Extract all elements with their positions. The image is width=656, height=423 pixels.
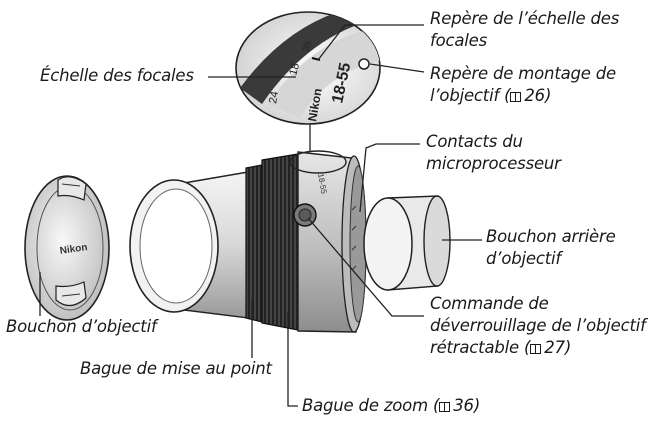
retract-lock-button [293, 203, 317, 227]
label-focal-scale-mark-line2: focales [430, 31, 488, 50]
label-focal-scale: Échelle des focales [40, 66, 194, 85]
book-reference-icon [530, 344, 542, 354]
label-rear-cap-line2: d’objectif [486, 249, 561, 268]
mag-mark-35: 35 [300, 40, 313, 53]
label-lens-cap: Bouchon d’objectif [6, 317, 157, 336]
mag-mark-24: 24 [267, 90, 281, 104]
label-cpu-contacts-line2: microprocesseur [426, 154, 561, 173]
zoom-ring [261, 153, 299, 331]
mag-mark-18: 18 [287, 62, 302, 77]
magnified-detail: 18 24 35 18-55 Nikon [235, 11, 381, 152]
label-retract-button: Commande de déverrouillage de l’objectif… [430, 293, 646, 359]
label-cpu-contacts-line1: Contacts du [426, 132, 523, 151]
label-zoom-ring: Bague de zoom ( 36) [302, 395, 480, 417]
mounting-index-dot [358, 58, 370, 70]
label-mounting-mark-page: 26) [524, 86, 552, 105]
focus-ring [245, 164, 263, 323]
label-retract-button-line1: Commande de [430, 294, 549, 313]
label-focal-scale-mark-line1: Repère de l’échelle des [430, 9, 620, 28]
label-rear-cap-line1: Bouchon arrière [486, 227, 616, 246]
label-focus-ring: Bague de mise au point [80, 359, 272, 378]
label-focal-scale-mark: Repère de l’échelle des focales [430, 8, 619, 52]
label-zoom-ring-page: 36) [453, 396, 481, 415]
label-mounting-mark: Repère de montage de l’objectif ( 26) [430, 63, 616, 107]
lens-cap-brand-text: Nikon [59, 242, 88, 257]
book-reference-icon [510, 92, 522, 102]
book-reference-icon [439, 402, 451, 412]
label-rear-cap: Bouchon arrière d’objectif [486, 226, 616, 270]
lens-cap: Nikon [24, 175, 110, 321]
body-focal-mark-text: 18-55 [316, 173, 329, 195]
label-mounting-mark-text: l’objectif ( [430, 86, 511, 105]
lens-body: 18-55 [129, 150, 367, 333]
leader-lines [39, 24, 482, 407]
label-retract-button-page: 27) [544, 338, 572, 357]
cpu-contacts-highlight [289, 150, 347, 174]
label-zoom-ring-text: Bague de zoom ( [302, 396, 440, 415]
label-retract-button-line2: déverrouillage de l’objectif [430, 316, 646, 335]
label-retract-button-line3: rétractable ( 27) [430, 337, 646, 359]
label-retract-button-text: rétractable ( [430, 338, 531, 357]
label-mounting-mark-line1: Repère de montage de [430, 64, 616, 83]
mag-brand: Nikon [305, 87, 325, 122]
rear-lens-cap [363, 195, 451, 291]
label-cpu-contacts: Contacts du microprocesseur [426, 131, 561, 175]
label-mounting-mark-line2: l’objectif ( 26) [430, 85, 616, 107]
